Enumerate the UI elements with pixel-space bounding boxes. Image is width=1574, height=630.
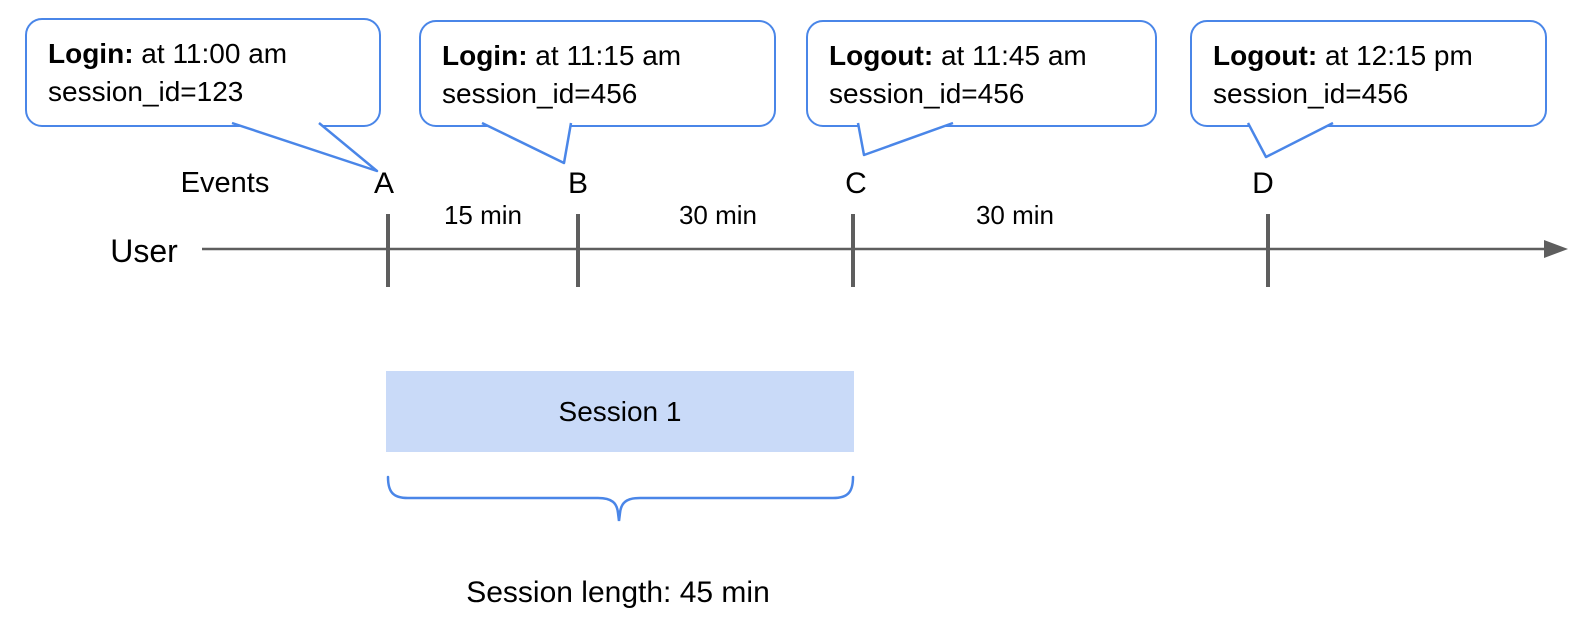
user-axis-label: User [110, 233, 178, 269]
event-time-label: at 11:45 am [933, 40, 1087, 71]
bubble-line-1: Logout: at 12:15 pm [1213, 37, 1525, 75]
timeline-arrowhead-icon [1544, 240, 1568, 258]
event-marker-b: B [567, 167, 589, 200]
events-axis-label: Events [180, 167, 270, 199]
bubble-line-1: Login: at 11:15 am [442, 37, 754, 75]
event-marker-d: D [1252, 167, 1274, 200]
event-bubble-logout-c: Logout: at 11:45 am session_id=456 [806, 20, 1157, 127]
interval-label-bc: 30 min [678, 200, 758, 230]
event-type-label: Login: [48, 38, 134, 69]
bubble-tail-c-icon [856, 121, 954, 157]
bubble-line-1: Logout: at 11:45 am [829, 37, 1135, 75]
bubble-line-1: Login: at 11:00 am [48, 35, 359, 73]
bubble-line-2: session_id=456 [442, 78, 638, 109]
bubble-tail-a-icon [231, 121, 379, 173]
event-marker-c: C [845, 167, 867, 200]
bubble-line-2: session_id=456 [1213, 78, 1409, 109]
event-time-label: at 11:00 am [133, 38, 288, 69]
event-bubble-login-a: Login: at 11:00 am session_id=123 [25, 18, 381, 127]
bubble-line-2: session_id=456 [829, 78, 1025, 109]
event-type-label: Logout: [829, 40, 934, 71]
bubble-line-2: session_id=123 [48, 76, 244, 107]
session-length-label: Session length: 45 min [466, 576, 770, 609]
session-length-brace-icon [386, 475, 855, 522]
event-bubble-login-b: Login: at 11:15 am session_id=456 [419, 20, 776, 127]
event-type-label: Login: [442, 40, 528, 71]
bubble-tail-d-icon [1246, 121, 1334, 159]
event-time-label: at 12:15 pm [1317, 40, 1473, 71]
interval-label-cd: 30 min [975, 200, 1055, 230]
event-bubble-logout-d: Logout: at 12:15 pm session_id=456 [1190, 20, 1547, 127]
event-time-label: at 11:15 am [527, 40, 682, 71]
interval-label-ab: 15 min [443, 200, 523, 230]
event-type-label: Logout: [1213, 40, 1318, 71]
event-marker-a: A [373, 167, 395, 200]
session-1-box-label: Session 1 [558, 395, 682, 427]
bubble-tail-b-icon [481, 121, 573, 165]
session-1-box: Session 1 [386, 371, 854, 452]
